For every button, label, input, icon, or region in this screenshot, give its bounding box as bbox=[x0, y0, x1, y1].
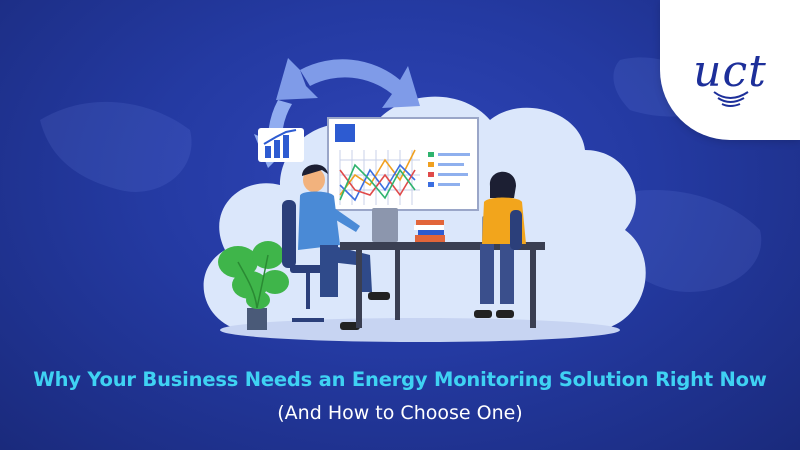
headline-subtitle: (And How to Choose One) bbox=[277, 402, 523, 424]
laptop-left bbox=[372, 208, 398, 242]
floor-shadow bbox=[220, 318, 620, 342]
brand-logo: uct bbox=[693, 46, 767, 97]
desk bbox=[340, 242, 545, 328]
book-stack bbox=[414, 220, 445, 242]
whiteboard bbox=[327, 117, 479, 211]
mini-bar-chart-card bbox=[258, 128, 304, 162]
brand-logo-badge: uct bbox=[660, 0, 800, 140]
office-chair-right bbox=[510, 210, 522, 250]
headline-title: Why Your Business Needs an Energy Monito… bbox=[33, 368, 767, 391]
signal-waves-icon bbox=[713, 91, 749, 107]
potted-plant bbox=[218, 241, 289, 330]
